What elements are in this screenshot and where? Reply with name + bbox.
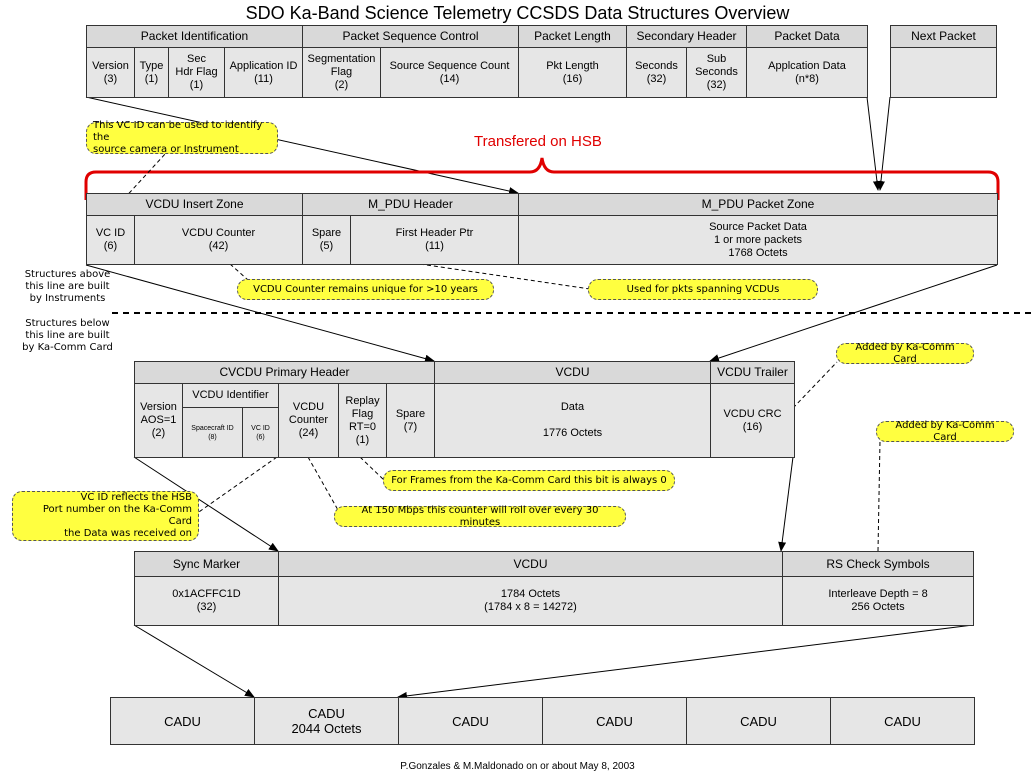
secondary-header-header: Secondary Header (626, 25, 747, 48)
insert-spare-field: Spare (5) (302, 215, 351, 265)
sec-hdr-flag-field: Sec Hdr Flag (1) (168, 47, 225, 98)
packet-version-field: Version (3) (86, 47, 135, 98)
cvcdu-vcdu-header: VCDU (434, 361, 711, 384)
leader-counter (229, 263, 249, 281)
frame-vcdu-octets: 1784 Octets (1784 x 8 = 14272) (278, 576, 783, 626)
cadu-cell: CADU (830, 697, 975, 745)
cvcdu-vc-id-field: VC ID (6) (242, 407, 279, 458)
rs-check-details: Interleave Depth = 8 256 Octets (782, 576, 974, 626)
next-packet-header: Next Packet (890, 25, 997, 48)
application-data-field: Applcation Data (n*8) (746, 47, 868, 98)
vcdu-identifier-header: VCDU Identifier (182, 383, 279, 408)
cadu-cell: CADU (398, 697, 543, 745)
arrow-packet-end (866, 96, 881, 191)
cadu-cell: CADU (686, 697, 831, 745)
spacecraft-id-field: Spacecraft ID (8) (182, 407, 243, 458)
arrow-cvcdu-start (133, 456, 279, 552)
source-sequence-count-field: Source Sequence Count (14) (380, 47, 519, 98)
structures-above-text: Structures above this line are built by … (24, 269, 111, 304)
note-vc-id-hsb: VC ID reflects the HSB Port number on th… (12, 491, 199, 541)
frame-vcdu-header: VCDU (278, 551, 783, 577)
leader-rollover (307, 456, 339, 511)
leader-crc (792, 361, 838, 409)
hsb-brace (84, 157, 1000, 200)
first-header-ptr-field: First Header Ptr (11) (350, 215, 519, 265)
rs-check-symbols-header: RS Check Symbols (782, 551, 974, 577)
pkt-length-field: Pkt Length (16) (518, 47, 627, 98)
author-footer: P.Gonzales & M.Maldonado on or about May… (400, 761, 635, 772)
mpdu-header-header: M_PDU Header (302, 193, 519, 216)
sync-marker-header: Sync Marker (134, 551, 279, 577)
cvcdu-data-field: Data 1776 Octets (434, 383, 711, 458)
packet-sequence-control-header: Packet Sequence Control (302, 25, 519, 48)
note-added-by-card-crc: Added by Ka-Comm Card (836, 342, 974, 365)
packet-type-field: Type (1) (134, 47, 169, 98)
source-packet-data-field: Source Packet Data 1 or more packets 176… (518, 215, 998, 265)
vcdu-insert-zone-header: VCDU Insert Zone (86, 193, 303, 216)
note-counter-unique: VCDU Counter remains unique for >10 year… (237, 279, 494, 300)
insert-vc-id-field: VC ID (6) (86, 215, 135, 265)
next-packet-body (890, 47, 997, 98)
cvcdu-primary-header-header: CVCDU Primary Header (134, 361, 435, 384)
version-aos-field: Version AOS=1 (2) (134, 383, 183, 458)
packet-data-header: Packet Data (746, 25, 868, 48)
replay-flag-field: Replay Flag RT=0 (1) (338, 383, 387, 458)
packet-identification-header: Packet Identification (86, 25, 303, 48)
packet-length-header: Packet Length (518, 25, 627, 48)
note-added-by-card-rs: Added by Ka-Comm Card (876, 420, 1014, 443)
leader-rs (877, 440, 881, 552)
leader-hsb (195, 456, 278, 515)
cvcdu-spare-field: Spare (7) (386, 383, 435, 458)
mpdu-packet-zone-header: M_PDU Packet Zone (518, 193, 998, 216)
arrow-frame-start (133, 624, 255, 698)
arrow-cvcdu-end (778, 456, 794, 552)
transferred-on-hsb-label: Transfered on HSB (474, 133, 602, 150)
seconds-field: Seconds (32) (626, 47, 687, 98)
cvcdu-counter-field: VCDU Counter (24) (278, 383, 339, 458)
vcdu-crc-field: VCDU CRC (16) (710, 383, 795, 458)
arrow-packet-start (85, 96, 519, 195)
segmentation-flag-field: Segmentation Flag (2) (302, 47, 381, 98)
leader-header-ptr (419, 263, 591, 290)
arrow-frame-end (397, 624, 974, 700)
cadu-cell: CADU (542, 697, 687, 745)
note-replay-bit: For Frames from the Ka-Comm Card this bi… (383, 470, 675, 491)
structures-below-text: Structures below this line are built by … (22, 318, 113, 353)
cadu-cell: CADU (110, 697, 255, 745)
diagram-title: SDO Ka-Band Science Telemetry CCSDS Data… (245, 3, 790, 23)
sync-marker-value: 0x1ACFFC1D (32) (134, 576, 279, 626)
note-vc-id-camera: This VC ID can be used to identify the s… (86, 120, 278, 155)
cadu-cell: CADU 2044 Octets (254, 697, 399, 745)
insert-vcdu-counter-field: VCDU Counter (42) (134, 215, 303, 265)
leader-replay (359, 456, 386, 482)
note-pkts-spanning: Used for pkts spanning VCDUs (588, 279, 818, 300)
sub-seconds-field: Sub Seconds (32) (686, 47, 747, 98)
vcdu-trailer-header: VCDU Trailer (710, 361, 795, 384)
note-counter-rollover: At 150 Mbps this counter will roll over … (334, 505, 626, 528)
application-id-field: Application ID (11) (224, 47, 303, 98)
arrow-next-packet (876, 96, 891, 191)
